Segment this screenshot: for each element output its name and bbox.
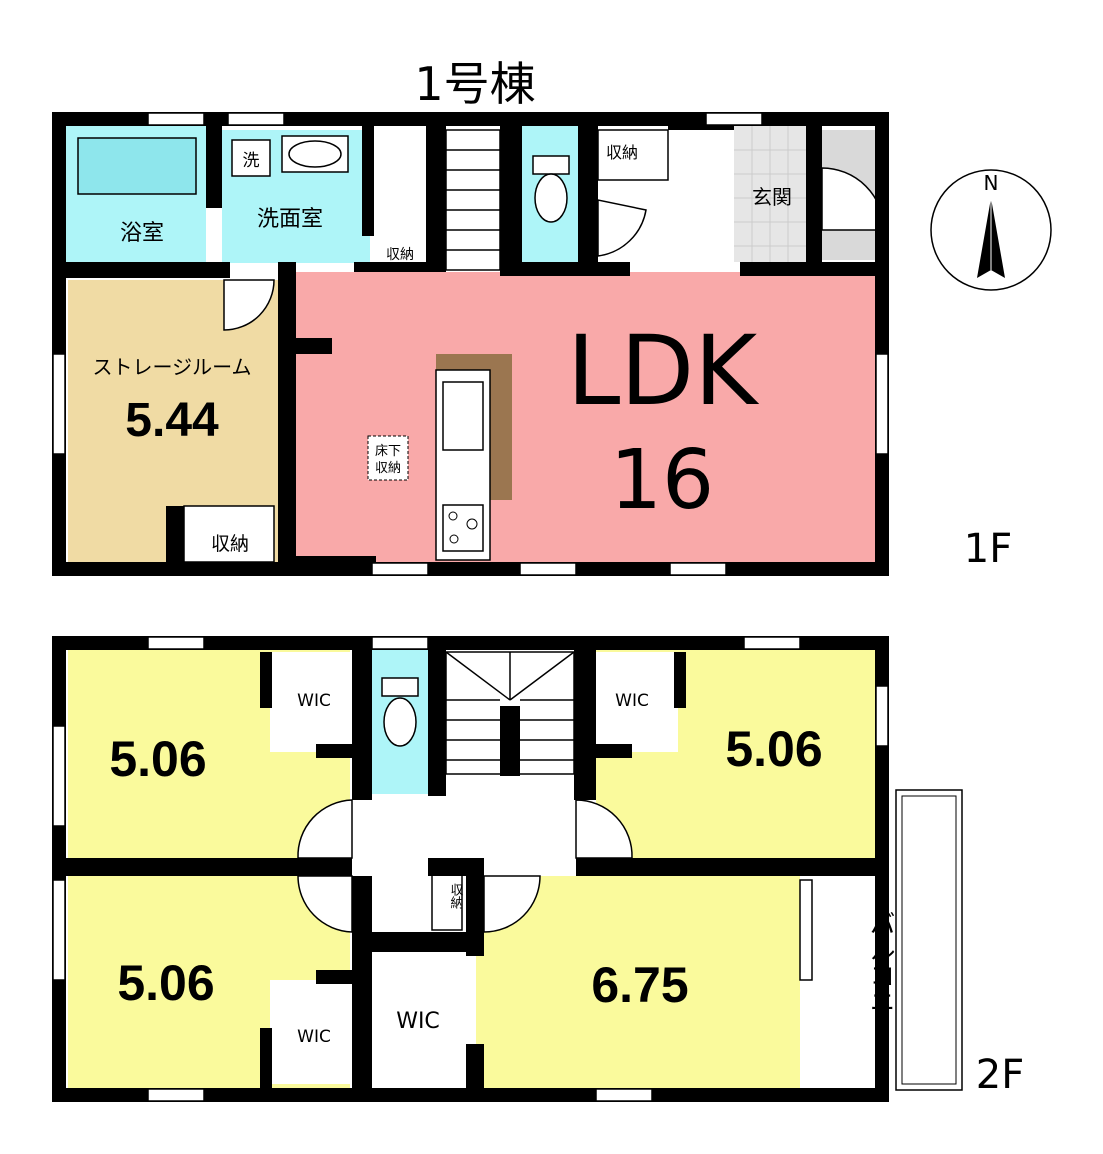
balcony bbox=[895, 789, 963, 1091]
storage-room-label: ストレージルーム bbox=[93, 355, 252, 379]
stove-icon bbox=[442, 504, 484, 552]
staircase-1f bbox=[445, 129, 501, 271]
door-swings-2f bbox=[297, 799, 633, 933]
washer-icon bbox=[231, 139, 271, 177]
compass-icon: N bbox=[930, 169, 1052, 291]
underfloor-storage bbox=[367, 435, 409, 481]
bedroom-nw-size: 5.06 bbox=[109, 731, 206, 787]
interior-walls-2f bbox=[52, 636, 888, 1102]
storage-room-size: 5.44 bbox=[125, 394, 219, 447]
door-swings-1f bbox=[223, 167, 885, 331]
underfloor-label-2: 収納 bbox=[375, 461, 401, 476]
kitchen-sink-icon bbox=[442, 381, 484, 451]
walls-1f bbox=[52, 112, 889, 576]
wic-sw-label: WIC bbox=[297, 1027, 331, 1047]
wic-closets bbox=[270, 652, 678, 1086]
wic-ne-label: WIC bbox=[615, 691, 649, 711]
balcony-label: バルコニー bbox=[865, 910, 895, 1040]
toilet-2f-icon bbox=[381, 677, 419, 747]
ldk-label: LDK bbox=[567, 315, 759, 427]
bedroom-se-size: 6.75 bbox=[591, 957, 688, 1013]
wic-nw-label: WIC bbox=[297, 691, 331, 711]
bedroom-se bbox=[476, 876, 800, 1088]
entrance-closet bbox=[597, 129, 669, 181]
windows-1f bbox=[52, 112, 889, 576]
floor-1-label: 1F bbox=[964, 526, 1012, 572]
floor-1: 浴室 洗面室 洗 収納 収納 玄関 ストレージルーム 5.44 収納 床下 収納… bbox=[52, 112, 1012, 576]
bedroom-sw-size: 5.06 bbox=[117, 955, 214, 1011]
floor-2-label: 2F bbox=[976, 1052, 1024, 1098]
bedroom-ne-size: 5.06 bbox=[725, 721, 822, 777]
ldk-room bbox=[296, 272, 876, 562]
washer-label: 洗 bbox=[243, 151, 260, 171]
storage-closet-label: 収納 bbox=[211, 533, 249, 555]
underfloor-label-1: 床下 bbox=[375, 444, 401, 459]
hall-closet-2f-label: 収納 bbox=[448, 883, 464, 910]
hall-closet-label: 収納 bbox=[386, 247, 414, 263]
interior-walls-1f bbox=[52, 112, 888, 570]
building-title: 1号棟 bbox=[414, 57, 535, 111]
windows-2f bbox=[52, 636, 889, 1102]
toilet-icon bbox=[532, 155, 570, 223]
wic-center-label: WIC bbox=[396, 1009, 440, 1034]
entrance-closet-label: 収納 bbox=[606, 143, 638, 162]
hall-closet bbox=[374, 244, 426, 266]
washroom-label: 洗面室 bbox=[257, 207, 323, 232]
entrance-label: 玄関 bbox=[752, 185, 792, 209]
bathtub-icon bbox=[77, 137, 197, 195]
bath-label: 浴室 bbox=[120, 221, 164, 246]
ldk-size: 16 bbox=[610, 433, 714, 528]
compass-north-label: N bbox=[984, 171, 999, 195]
floor-2: 5.06 5.06 5.06 6.75 WIC WIC WIC WIC 収納 バ… bbox=[52, 636, 1024, 1102]
entrance-tile-grid bbox=[734, 126, 806, 262]
